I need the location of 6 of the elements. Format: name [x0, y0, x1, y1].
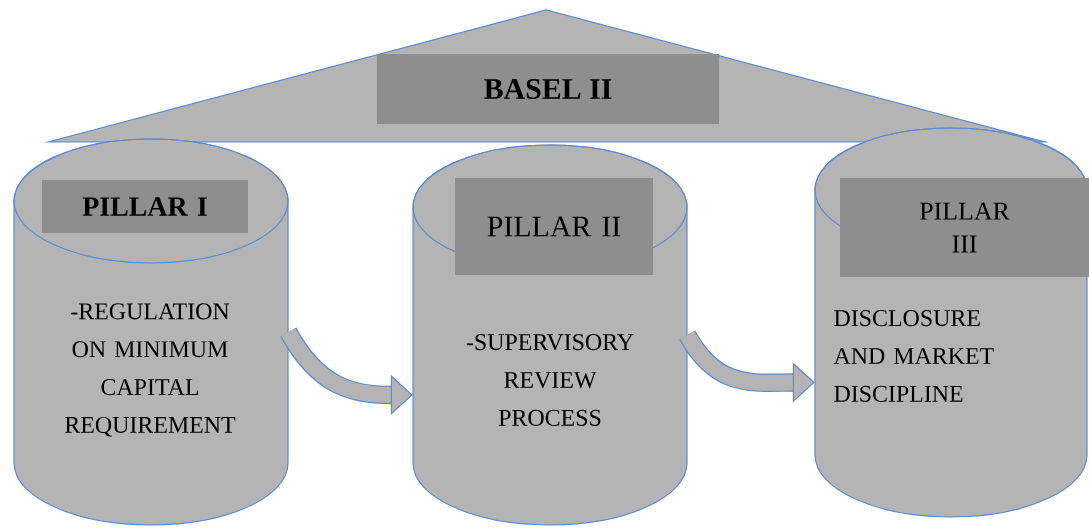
- heading-box: PILLAR III: [840, 178, 1089, 277]
- heading-box: PILLAR I: [42, 180, 248, 233]
- body-text: -REGULATION ON MINIMUM CAPITAL REQUIREMENT: [65, 303, 236, 437]
- heading-box: PILLAR II: [455, 178, 653, 275]
- body-text: -SUPERVISORY REVIEW PROCESS: [466, 334, 634, 426]
- body-text: DISCLOSURE AND MARKET DISCIPLINE: [833, 310, 994, 402]
